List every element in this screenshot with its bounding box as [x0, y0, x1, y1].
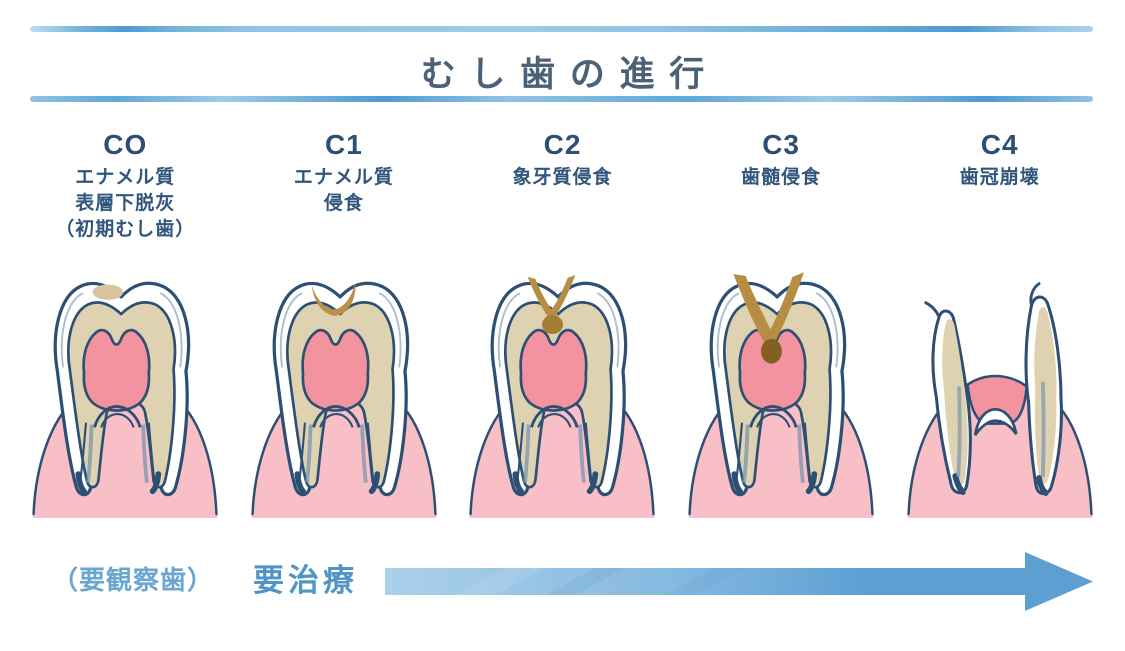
stage-code: CO	[103, 129, 148, 160]
stage-code: C4	[980, 129, 1019, 160]
root-arch	[973, 407, 1018, 436]
decorative-brush-line-bottom	[30, 96, 1093, 102]
stage-column-co: CO エナメル質 表層下脱灰 （初期むし歯）	[16, 128, 235, 528]
stage-code: C1	[324, 129, 363, 160]
decay-crescent-enamel	[311, 282, 356, 316]
stage-code: C2	[543, 129, 582, 160]
progression-arrow-icon	[385, 552, 1093, 611]
decay-blob-dentin	[542, 315, 564, 335]
stage-description: 歯冠崩壊	[959, 167, 1040, 188]
stage-columns: CO エナメル質 表層下脱灰 （初期むし歯） C1 エナメル質 侵食 C2 象牙…	[16, 128, 1109, 528]
decay-v-pulp	[733, 272, 804, 353]
decorative-brush-line-top	[30, 26, 1093, 32]
tooth-illustration-c1-enamel-decay	[250, 272, 438, 520]
stage-description: 歯髄侵食	[741, 167, 822, 188]
observation-label: （要観察歯）	[51, 565, 214, 595]
broken-root-right-dentin	[1034, 306, 1057, 484]
decay-v-dentin	[528, 275, 576, 322]
decay-spot-surface	[92, 284, 124, 300]
stage-description: エナメル質 侵食	[293, 167, 394, 215]
broken-edge-right	[1029, 282, 1041, 307]
stage-column-c4: C4 歯冠崩壊	[890, 128, 1109, 528]
broken-edge-left	[923, 301, 941, 319]
tooth-illustration-co-initial-decay	[31, 272, 219, 520]
stage-column-c3: C3 歯髄侵食	[672, 128, 891, 528]
treatment-label: 要治療	[253, 563, 358, 598]
decay-blob-pulp	[761, 338, 783, 364]
diagram-title: むし歯の進行	[420, 55, 719, 94]
stage-description: 象牙質侵食	[512, 167, 613, 188]
tooth-illustration-c3-pulp-decay	[687, 272, 875, 520]
stage-column-c2: C2 象牙質侵食	[453, 128, 672, 528]
tooth-illustration-c2-dentin-decay	[468, 275, 657, 520]
tooth-illustration-c4-crown-collapse	[906, 282, 1094, 520]
stage-code: C3	[762, 129, 800, 160]
stage-description: エナメル質 表層下脱灰 （初期むし歯）	[55, 167, 196, 241]
stage-column-c1: C1 エナメル質 侵食	[235, 128, 454, 528]
